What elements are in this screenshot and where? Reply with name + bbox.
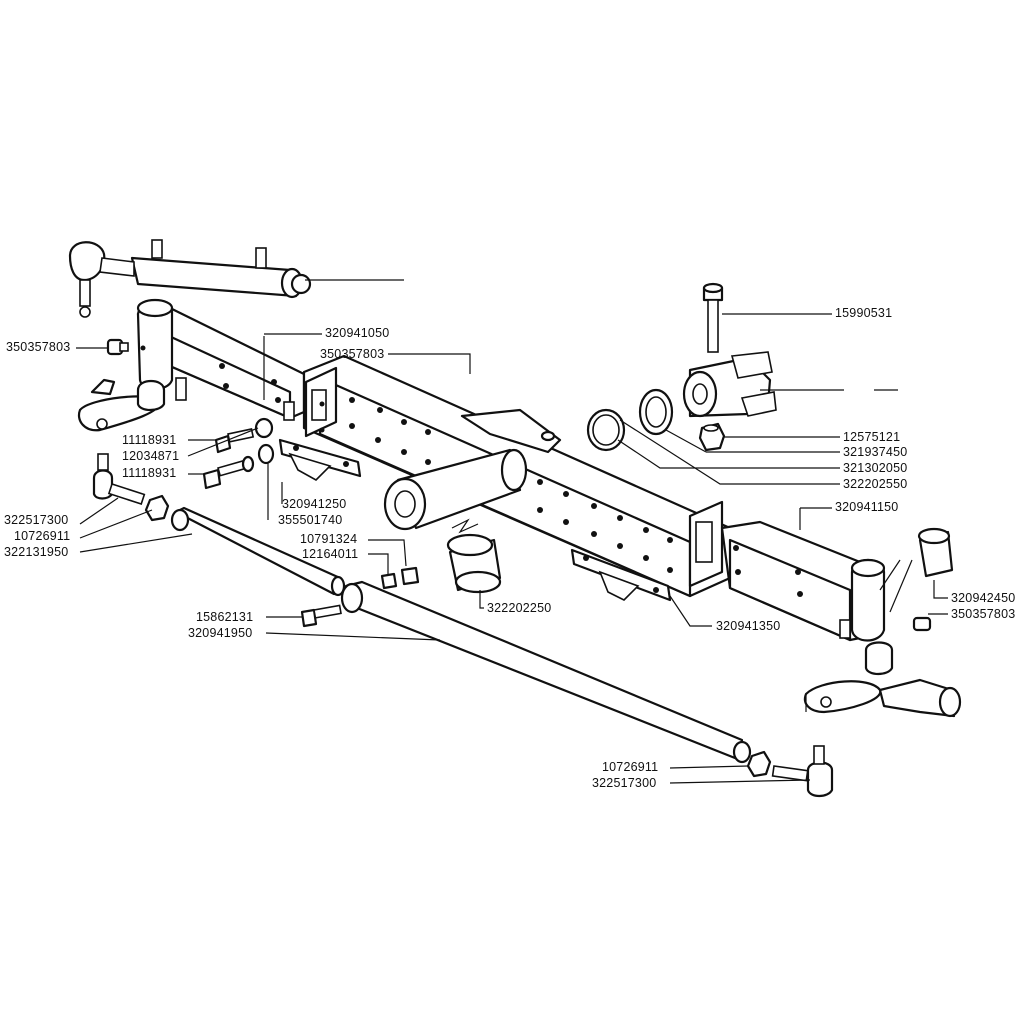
bolt-15862131 xyxy=(300,604,342,628)
grease-fitting-left xyxy=(106,338,129,356)
callout-320941050: 320941050 xyxy=(325,326,390,340)
bushing xyxy=(446,533,502,594)
drag-link xyxy=(340,580,752,764)
seal-rings xyxy=(586,388,674,452)
callout-320941150: 320941150 xyxy=(835,500,899,514)
callout-350357803-left: 350357803 xyxy=(6,340,71,354)
nut-right xyxy=(698,422,726,452)
callout-12034871: 12034871 xyxy=(122,449,180,463)
right-spindle xyxy=(803,641,962,718)
callout-320942450: 320942450 xyxy=(951,591,1016,605)
left-axle-extension xyxy=(136,298,306,421)
callout-350357803-right: 350357803 xyxy=(951,607,1016,621)
small-nuts xyxy=(380,566,420,590)
clamp-plate-right xyxy=(570,548,672,602)
left-steering-arm xyxy=(77,378,166,432)
grease-fitting-right xyxy=(912,616,932,632)
right-bushing xyxy=(917,527,954,578)
axle-beam-holes xyxy=(319,397,673,573)
pivot-bracket xyxy=(682,351,777,418)
callout-321302050: 321302050 xyxy=(843,461,908,475)
callout-11118931-bottom: 11118931 xyxy=(122,466,177,480)
bolts-left xyxy=(202,417,275,490)
callout-321937450: 321937450 xyxy=(843,445,908,459)
callout-350357803-center: 350357803 xyxy=(320,347,385,361)
right-axle-extension xyxy=(720,520,886,642)
callout-320941250: 320941250 xyxy=(282,497,347,511)
callout-11118931-top: 11118931 xyxy=(122,433,177,447)
callout-322202550: 322202550 xyxy=(843,477,908,491)
callout-10726911-left: 10726911 xyxy=(14,529,71,543)
callout-320941350: 320941350 xyxy=(716,619,781,633)
callout-10726911-right: 10726911 xyxy=(602,760,659,774)
callout-355501740: 355501740 xyxy=(278,513,343,527)
pivot-bolt xyxy=(702,282,724,353)
callout-10791324: 10791324 xyxy=(300,532,358,546)
steering-cylinder xyxy=(68,239,312,318)
callout-12575121: 12575121 xyxy=(843,430,901,444)
callout-12164011: 12164011 xyxy=(302,547,359,561)
leader-lines xyxy=(76,279,948,784)
callout-15862131: 15862131 xyxy=(196,610,254,624)
callout-322517300-right: 322517300 xyxy=(592,776,657,790)
clamp-plate-left xyxy=(278,438,362,481)
tie-rod-lower xyxy=(170,506,346,597)
pivot-tube xyxy=(383,448,528,534)
tie-rod-end-right xyxy=(746,745,834,798)
callout-322202250: 322202250 xyxy=(487,601,552,615)
callout-322131950: 322131950 xyxy=(4,545,69,559)
callout-15990531: 15990531 xyxy=(835,306,893,320)
callout-320941950: 320941950 xyxy=(188,626,253,640)
tie-rod-end-left xyxy=(92,453,170,522)
callout-322517300-left: 322517300 xyxy=(4,513,69,527)
